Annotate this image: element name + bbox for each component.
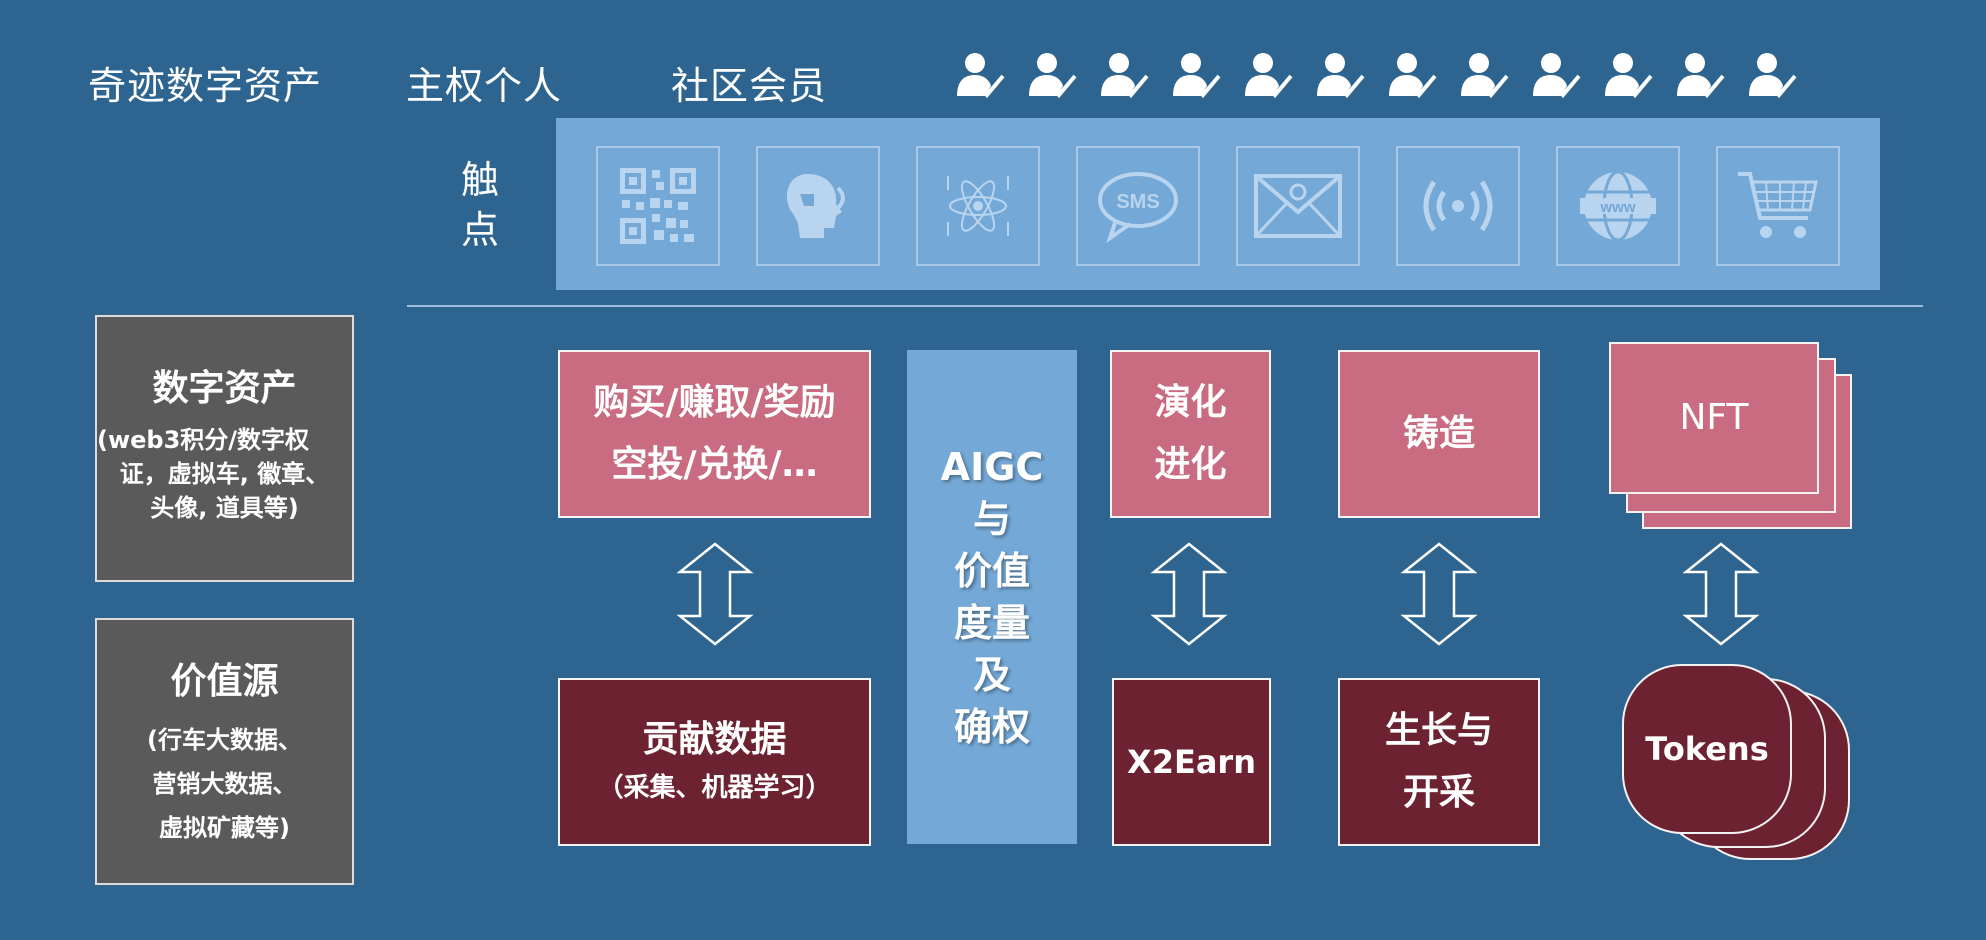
user-check-icon <box>1029 53 1077 99</box>
user-check-icon <box>1461 53 1509 99</box>
digital-assets-title: 数字资产 <box>152 368 297 409</box>
contribute-data-sub: （采集、机器学习） <box>597 773 832 803</box>
sms-tile: SMS <box>1076 146 1200 266</box>
wireless-icon <box>1423 180 1493 232</box>
contribute-data-box: 贡献数据 （采集、机器学习） <box>558 678 871 846</box>
aigc-line1: AIGC <box>940 445 1044 489</box>
ai-network-tile <box>916 146 1040 266</box>
aigc-line5: 及 <box>972 653 1011 697</box>
grow-mine-line2: 开采 <box>1402 772 1475 813</box>
mint-label: 铸造 <box>1402 413 1475 454</box>
x2earn-label: X2Earn <box>1127 743 1256 781</box>
aigc-line3: 价值 <box>953 549 1030 593</box>
value-source-line1: (行车大数据、 <box>147 726 302 754</box>
user-check-icon <box>1389 53 1437 99</box>
voice-assistant-icon <box>786 174 845 238</box>
digital-assets-line2: 证，虚拟车, 徽章、 <box>119 460 330 488</box>
touchpoints-label-line1: 触 <box>460 158 499 202</box>
wireless-tile <box>1396 146 1520 266</box>
mint-box: 铸造 <box>1338 350 1540 518</box>
double-arrow-icon <box>1682 542 1760 646</box>
sms-text: SMS <box>1116 191 1159 213</box>
grow-mine-line1: 生长与 <box>1384 710 1493 751</box>
email-tile <box>1236 146 1360 266</box>
aigc-line2: 与 <box>972 497 1011 541</box>
nft-card-front: NFT <box>1609 342 1819 494</box>
contribute-data-title: 贡献数据 <box>642 719 787 760</box>
double-arrow-icon <box>1150 542 1228 646</box>
user-check-icon <box>957 53 1005 99</box>
tokens-label: Tokens <box>1645 730 1769 768</box>
user-check-icon <box>1101 53 1149 99</box>
user-check-icon <box>1605 53 1653 99</box>
buy-earn-line1: 购买/赚取/奖励 <box>593 382 836 423</box>
brand-title: 奇迹数字资产 <box>88 64 323 108</box>
aigc-value-column: AIGC 与 价值 度量 及 确权 <box>907 350 1077 844</box>
ai-network-icon <box>947 176 1009 236</box>
touchpoints-label-line2: 点 <box>460 208 499 252</box>
touchpoints-label: 触 点 <box>455 155 505 255</box>
x2earn-box: X2Earn <box>1112 678 1271 846</box>
token-shape-front: Tokens <box>1622 664 1792 834</box>
grow-mine-box: 生长与 开采 <box>1338 678 1540 846</box>
section-divider <box>407 305 1923 307</box>
www-text: www <box>1599 199 1635 216</box>
email-icon <box>1254 174 1342 238</box>
digital-assets-line1: (web3积分/数字权 <box>97 426 310 454</box>
value-source-line3: 虚拟矿藏等) <box>159 814 290 842</box>
user-check-icon <box>1317 53 1365 99</box>
aigc-line6: 确权 <box>953 705 1030 749</box>
qr-code-tile <box>596 146 720 266</box>
evolution-line1: 演化 <box>1154 382 1227 423</box>
double-arrow-icon <box>676 542 754 646</box>
community-members-label: 社区会员 <box>671 64 828 108</box>
touchpoints-bar: SMS www <box>556 118 1880 290</box>
buy-earn-line2: 空投/兑换/… <box>611 444 818 485</box>
digital-assets-line3: 头像, 道具等) <box>150 494 299 522</box>
www-icon: www <box>1580 170 1656 242</box>
voice-assistant-tile <box>756 146 880 266</box>
evolution-line2: 进化 <box>1154 444 1227 485</box>
www-tile: www <box>1556 146 1680 266</box>
user-check-icon <box>1533 53 1581 99</box>
shopping-cart-icon <box>1738 172 1818 238</box>
digital-assets-box: 数字资产 (web3积分/数字权 证，虚拟车, 徽章、 头像, 道具等) <box>95 315 354 582</box>
nft-label: NFT <box>1679 397 1749 438</box>
member-icons <box>955 50 1799 102</box>
aigc-line4: 度量 <box>953 601 1030 645</box>
value-source-line2: 营销大数据、 <box>152 770 297 798</box>
value-source-box: 价值源 (行车大数据、 营销大数据、 虚拟矿藏等) <box>95 618 354 885</box>
double-arrow-icon <box>1400 542 1478 646</box>
buy-earn-reward-box: 购买/赚取/奖励 空投/兑换/… <box>558 350 871 518</box>
user-check-icon <box>1749 53 1797 99</box>
user-check-icon <box>1173 53 1221 99</box>
sms-icon: SMS <box>1098 172 1178 244</box>
qr-code-icon <box>620 168 696 244</box>
evolution-box: 演化 进化 <box>1110 350 1271 518</box>
value-source-title: 价值源 <box>170 661 279 702</box>
user-check-icon <box>1245 53 1293 99</box>
shopping-cart-tile <box>1716 146 1840 266</box>
sovereign-individual-label: 主权个人 <box>406 64 563 108</box>
user-check-icon <box>1677 53 1725 99</box>
